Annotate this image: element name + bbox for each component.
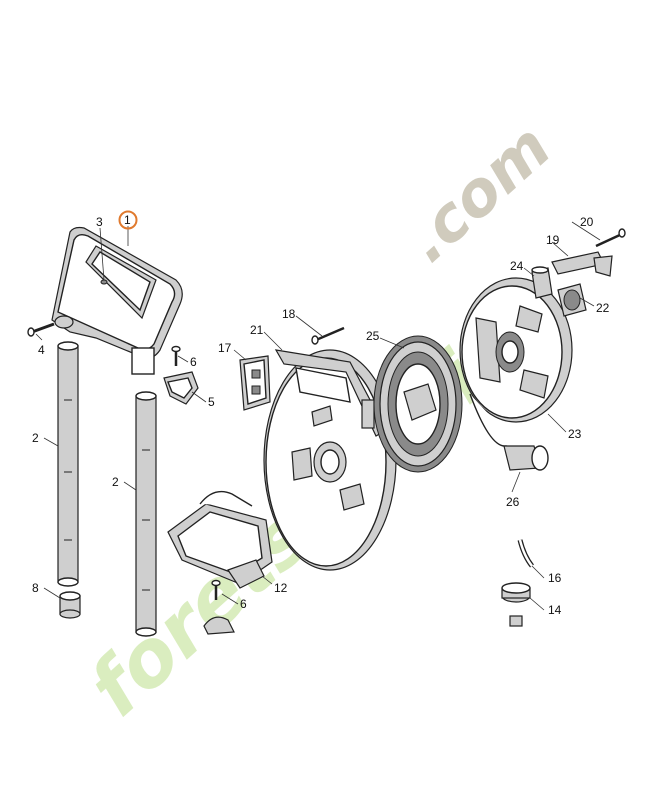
- label-21: 21: [250, 323, 264, 337]
- part-6-screw-top: [171, 345, 181, 366]
- highlight-circle-1: [118, 210, 138, 230]
- part-26-coupling: [503, 445, 549, 471]
- part-24-knob: [531, 266, 553, 299]
- label-5: 5: [208, 395, 215, 409]
- label-25: 25: [366, 329, 380, 343]
- part-21-housing: [263, 349, 397, 571]
- leader-lines: [35, 221, 601, 611]
- label-18: 18: [282, 307, 296, 321]
- part-17-bracket: [239, 355, 271, 411]
- part-12-tray: [167, 490, 273, 589]
- label-16: 16: [548, 571, 562, 585]
- part-20-screw: [595, 228, 626, 248]
- label-22: 22: [596, 301, 610, 315]
- part-14-fitting: [501, 582, 531, 627]
- label-17: 17: [218, 341, 232, 355]
- label-20: 20: [580, 215, 594, 229]
- part-4-screw: [27, 322, 55, 337]
- part-16-hose: [517, 539, 534, 568]
- label-12: 12: [274, 581, 288, 595]
- part-5-clip: [163, 371, 199, 405]
- part-22-gear: [557, 283, 587, 317]
- label-23: 23: [568, 427, 582, 441]
- part-2-tube-right: [135, 391, 157, 637]
- label-2-right: 2: [112, 475, 119, 489]
- label-4: 4: [38, 343, 45, 357]
- part-18-screw: [311, 326, 345, 345]
- label-8: 8: [32, 581, 39, 595]
- label-26: 26: [506, 495, 520, 509]
- label-2-left: 2: [32, 431, 39, 445]
- part-2-tube-left: [57, 341, 79, 587]
- label-6-bottom: 6: [240, 597, 247, 611]
- part-labels: 1 2 2 3 4 5 6 6 8 12 14 16 17 18 19 20 2…: [32, 210, 610, 617]
- part-25-hose-coil: [373, 335, 463, 473]
- label-19: 19: [546, 233, 560, 247]
- part-19-crank: [551, 251, 613, 277]
- part-23-reel: [459, 277, 573, 449]
- label-14: 14: [548, 603, 562, 617]
- label-6-top: 6: [190, 355, 197, 369]
- label-1: 1: [124, 213, 131, 227]
- label-3: 3: [96, 215, 103, 229]
- part-6-nut: [203, 616, 235, 635]
- watermark-com: .com: [391, 110, 564, 276]
- part-8-cap: [59, 591, 81, 619]
- part-1-handle: [51, 226, 183, 375]
- part-6-screw-bottom: [211, 579, 221, 600]
- label-24: 24: [510, 259, 524, 273]
